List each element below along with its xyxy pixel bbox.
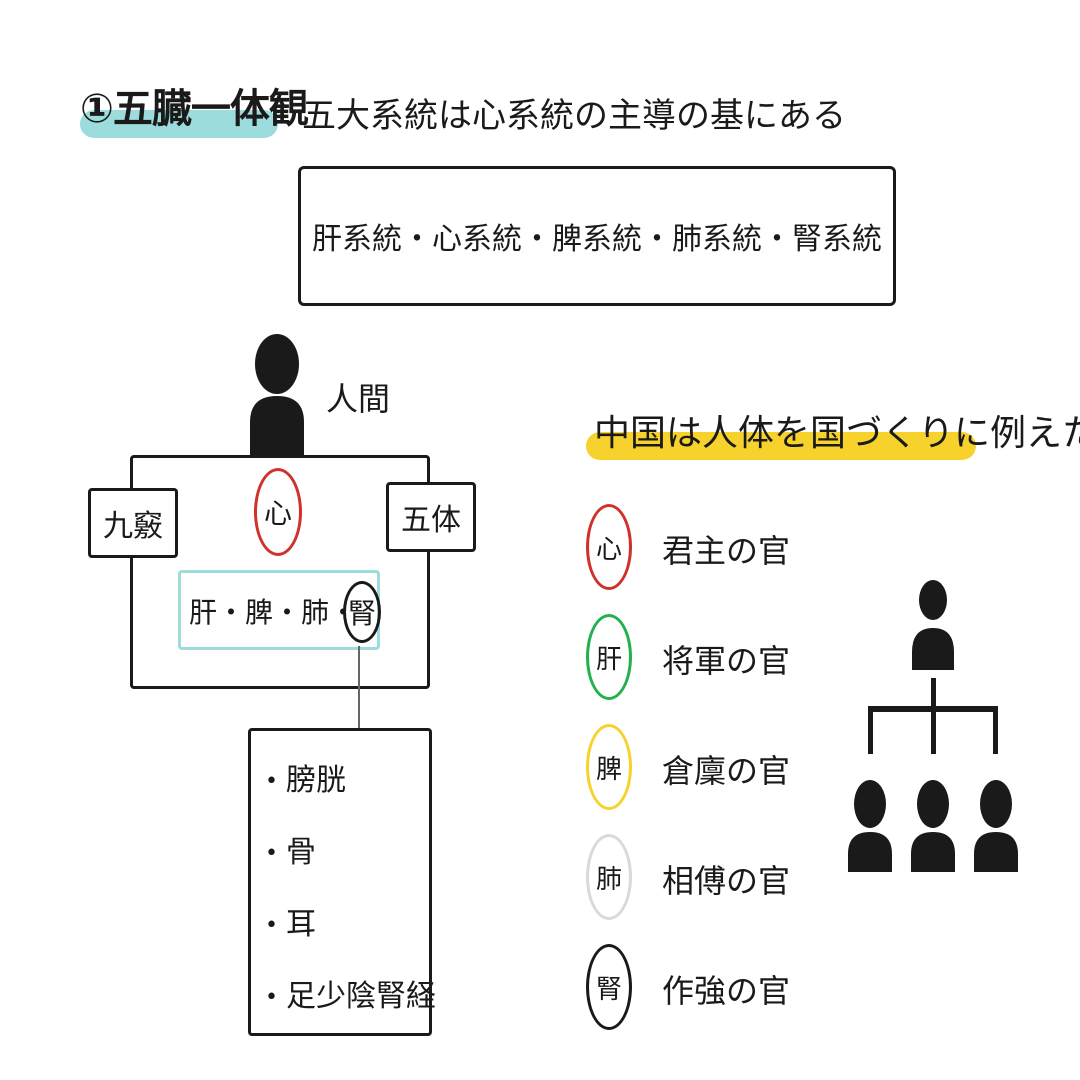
- kidney-items-box: 膀胱 骨 耳 足少陰腎経: [248, 728, 436, 1039]
- role-circle-spleen: 脾: [586, 724, 632, 810]
- role-circle-lung: 肺: [586, 834, 632, 920]
- kidney-connector-line: [358, 646, 360, 728]
- human-person-icon: [250, 334, 304, 456]
- role-organ: 肝: [595, 644, 622, 675]
- body-box: [130, 455, 430, 689]
- kidney-items-list: 膀胱 骨 耳 足少陰腎経: [251, 731, 436, 1039]
- role-circle-kidney: 腎: [586, 944, 632, 1030]
- page-subtitle: 五大系統は心系統の主導の基にある: [302, 96, 846, 136]
- role-organ: 腎: [595, 974, 622, 1005]
- role-organ: 脾: [595, 754, 622, 785]
- heart-circle: 心: [254, 468, 302, 556]
- human-label: 人間: [326, 380, 391, 418]
- kidney-label: 腎: [347, 597, 376, 630]
- list-item: 骨: [265, 823, 429, 895]
- china-heading-highlight: [586, 432, 976, 460]
- role-circle-liver: 肝: [586, 614, 632, 700]
- hierarchy-icon: [848, 580, 1018, 872]
- role-organ: 心: [595, 534, 622, 565]
- five-body-label: 五体: [401, 503, 461, 538]
- list-item: 膀胱: [265, 751, 429, 823]
- role-organ: 肺: [595, 864, 622, 895]
- nine-orifices-box: 九竅: [88, 488, 178, 558]
- title-highlight: [80, 110, 278, 138]
- nine-orifices-label: 九竅: [103, 509, 163, 544]
- list-item: 足少陰腎経: [265, 967, 436, 1039]
- five-systems-text: 肝系統・心系統・脾系統・肺系統・腎系統: [312, 222, 882, 257]
- organs-prefix: 肝・脾・肺・: [189, 596, 358, 629]
- five-systems-box: 肝系統・心系統・脾系統・肺系統・腎系統: [298, 166, 896, 306]
- kidney-circle: 腎: [343, 581, 381, 643]
- organs-row: 肝・脾・肺・ 腎: [178, 570, 381, 650]
- page-title: ①五臓一体観: [80, 86, 309, 132]
- heart-label: 心: [263, 497, 292, 530]
- china-heading: 中国は人体を国づくりに例えた: [594, 413, 1080, 454]
- role-circle-heart: 心: [586, 504, 632, 590]
- role-label-liver: 将軍の官: [662, 642, 791, 680]
- list-item: 耳: [265, 895, 429, 967]
- role-label-heart: 君主の官: [662, 532, 791, 570]
- role-label-kidney: 作強の官: [662, 972, 791, 1010]
- five-body-box: 五体: [386, 482, 476, 552]
- role-label-lung: 相傅の官: [662, 862, 791, 900]
- role-label-spleen: 倉廩の官: [662, 752, 791, 790]
